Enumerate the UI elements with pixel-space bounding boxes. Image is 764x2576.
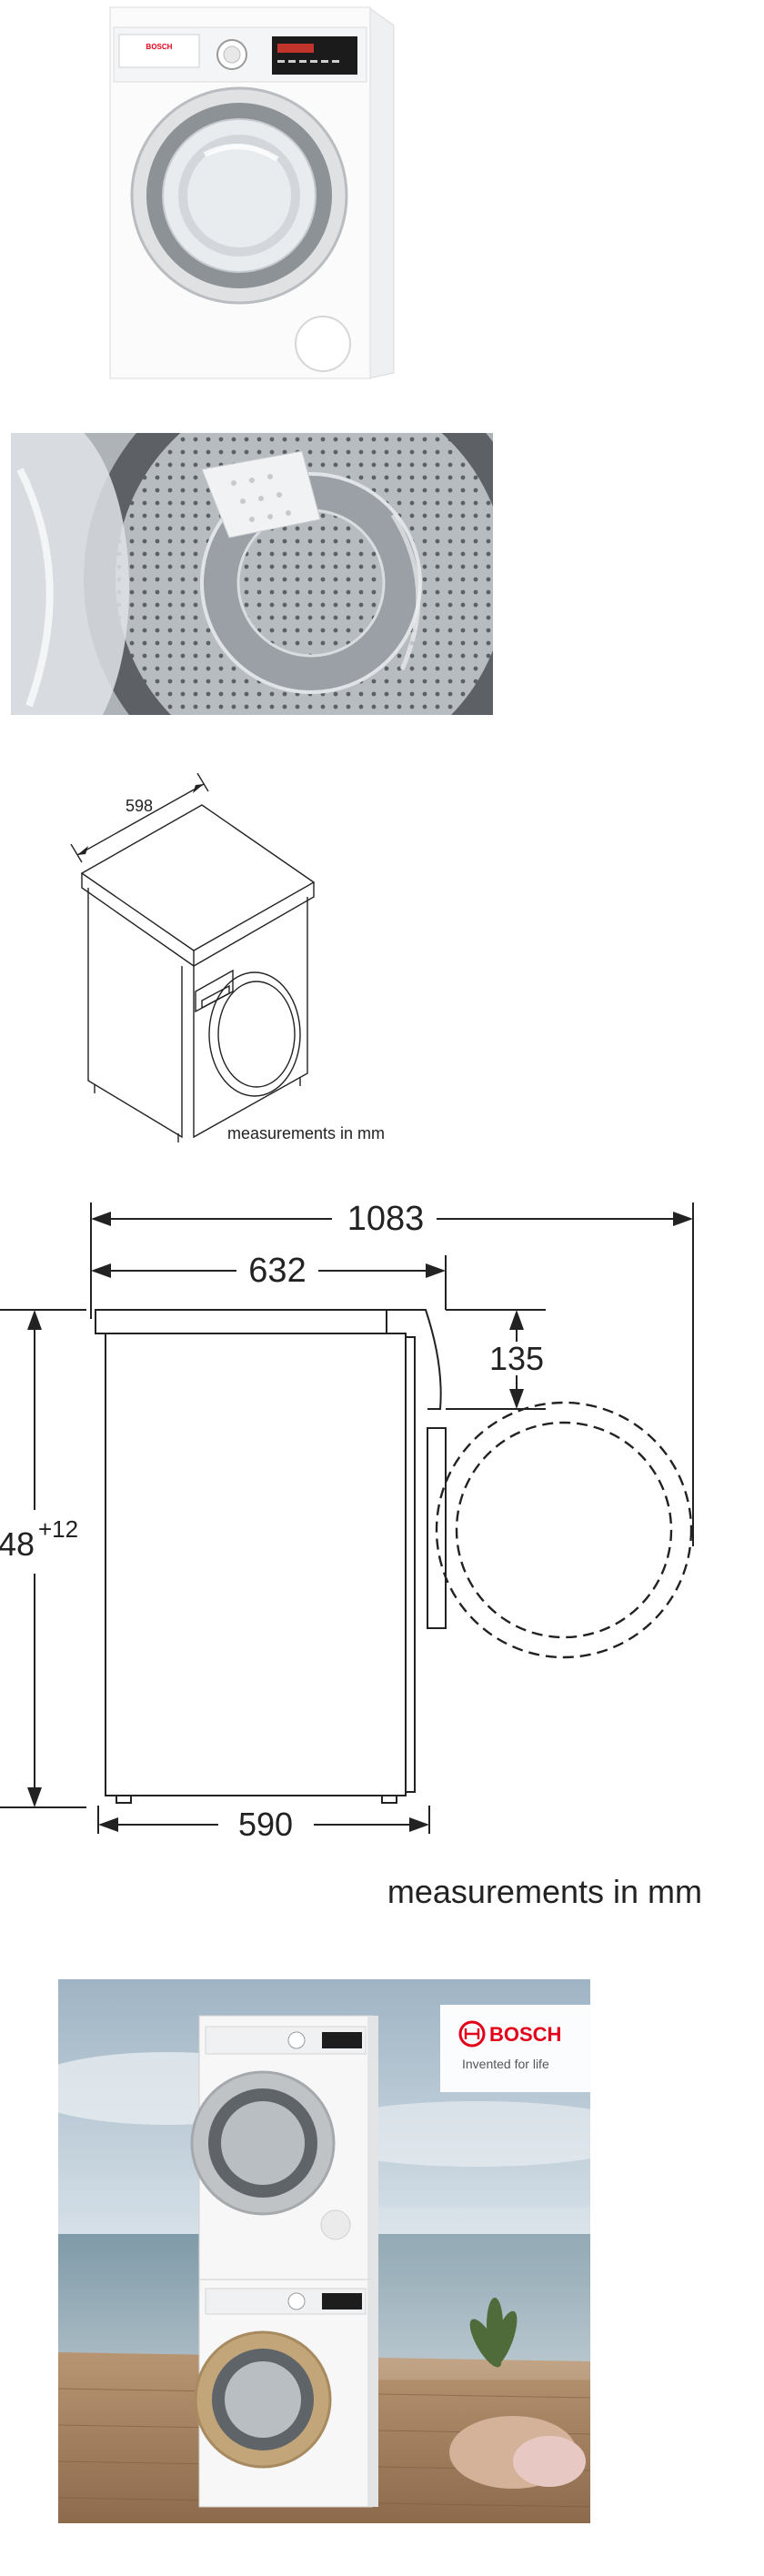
service-hatch [295,316,351,372]
dim-line-width [76,783,205,856]
body-outline [105,1333,407,1796]
lifestyle-illustration: BOSCH Invented for life [58,1979,590,2523]
diagram-3d-drawing: 598 measurements in mm [70,772,385,1142]
door-offset-label: 135 [489,1340,544,1377]
door-swing [435,1401,693,1659]
worktop-outline [95,1309,387,1334]
brand-tagline: Invented for life [462,2057,549,2071]
display-panel [272,36,357,75]
body-depth-label: 632 [248,1252,306,1290]
door-hinge-outline [427,1427,447,1629]
foot-depth-label: 590 [238,1806,293,1843]
height-label: 848 [0,1525,35,1563]
drum-illustration [11,433,493,715]
lifestyle-photo: BOSCH Invented for life [58,1979,590,2523]
dimension-diagram-side: 1083 632 135 848 +12 [0,1182,764,1947]
overall-depth-label: 1083 [347,1200,425,1238]
diagram-side-drawing: 1083 632 135 848 +12 [0,1200,702,1910]
brand-card [440,2005,590,2092]
dimension-diagram-3d: 598 measurements in mm [0,772,764,1155]
bosch-logo-icon [458,2020,486,2048]
drawer-logo: BOSCH [146,43,173,51]
product-photo-washer: BOSCH [105,0,396,382]
stacked-washer [194,2279,378,2508]
caption-small: measurements in mm [227,1124,385,1142]
stacked-dryer [190,2015,378,2280]
detergent-drawer [118,34,200,68]
brand-name: BOSCH [489,2023,561,2046]
product-photo-drum [11,433,493,715]
height-tolerance-label: +12 [38,1515,78,1543]
caption-large: measurements in mm [387,1873,702,1910]
washer-illustration: BOSCH [109,6,395,379]
width-label: 598 [126,797,153,815]
